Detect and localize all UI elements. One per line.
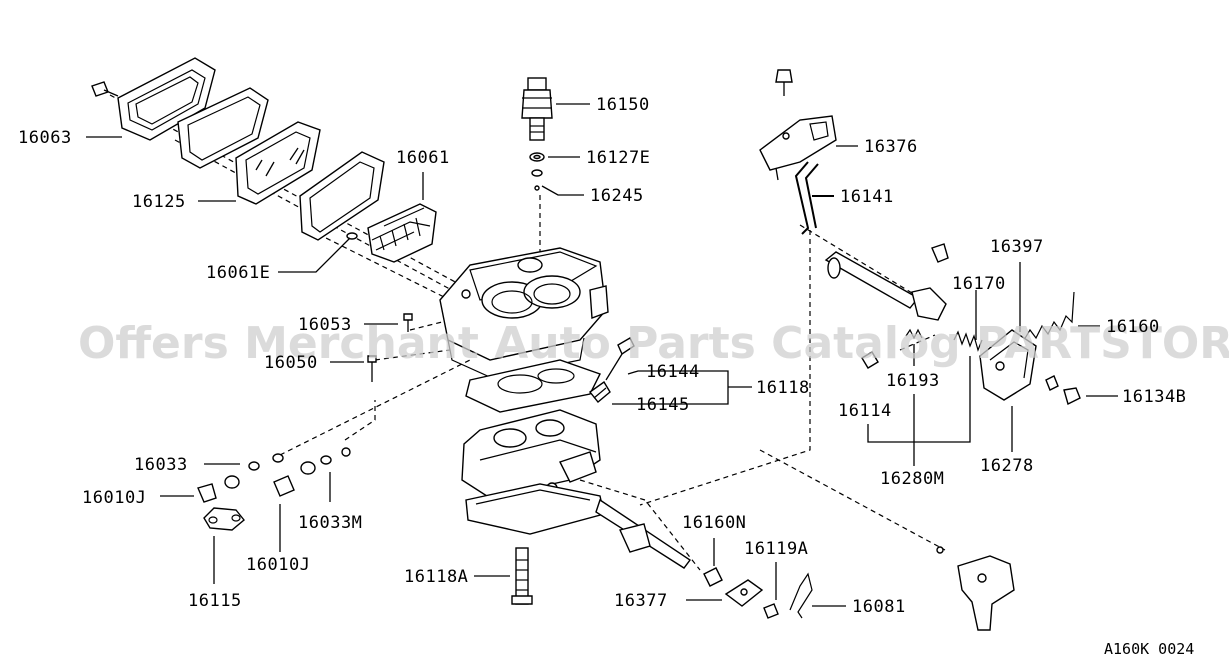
label-16033: 16033 — [134, 455, 188, 475]
label-16119A: 16119A — [744, 539, 808, 559]
label-16061E: 16061E — [206, 263, 270, 283]
label-16118: 16118 — [756, 378, 810, 398]
label-16134B: 16134B — [1122, 387, 1186, 407]
label-16160N: 16160N — [682, 513, 746, 533]
label-16053: 16053 — [298, 315, 352, 335]
label-16125: 16125 — [132, 192, 186, 212]
label-16170: 16170 — [952, 274, 1006, 294]
label-16150: 16150 — [596, 95, 650, 115]
label-16061: 16061 — [396, 148, 450, 168]
small-fittings-left — [197, 313, 413, 531]
watermark-text: Offers Merchant Auto Parts Catalog PARTS… — [78, 318, 1229, 369]
label-16280M: 16280M — [880, 469, 944, 489]
label-16160: 16160 — [1106, 317, 1160, 337]
cover-assembly — [91, 57, 437, 263]
label-16377: 16377 — [614, 591, 668, 611]
label-16115: 16115 — [188, 591, 242, 611]
part-labels: 16063 16125 16061 16061E 16053 16050 160… — [18, 95, 1194, 658]
label-16141: 16141 — [840, 187, 894, 207]
label-16118A: 16118A — [404, 567, 468, 587]
label-16127E: 16127E — [586, 148, 650, 168]
label-16033M: 16033M — [298, 513, 362, 533]
label-16193: 16193 — [886, 371, 940, 391]
linkage-assembly — [703, 69, 1081, 631]
assembly-guide-lines — [109, 94, 946, 571]
label-16144: 16144 — [646, 362, 700, 382]
label-16114: 16114 — [838, 401, 892, 421]
carburetor-body — [439, 77, 692, 605]
label-16010J-mid: 16010J — [246, 555, 310, 575]
label-16376: 16376 — [864, 137, 918, 157]
label-16010J-left: 16010J — [82, 488, 146, 508]
label-16050: 16050 — [264, 353, 318, 373]
label-16245: 16245 — [590, 186, 644, 206]
label-16397: 16397 — [990, 237, 1044, 257]
leader-lines — [86, 103, 1118, 607]
label-16278: 16278 — [980, 456, 1034, 476]
label-16145: 16145 — [636, 395, 690, 415]
label-16081: 16081 — [852, 597, 906, 617]
label-16063: 16063 — [18, 128, 72, 148]
diagram-code: A160K 0024 — [1104, 640, 1194, 658]
